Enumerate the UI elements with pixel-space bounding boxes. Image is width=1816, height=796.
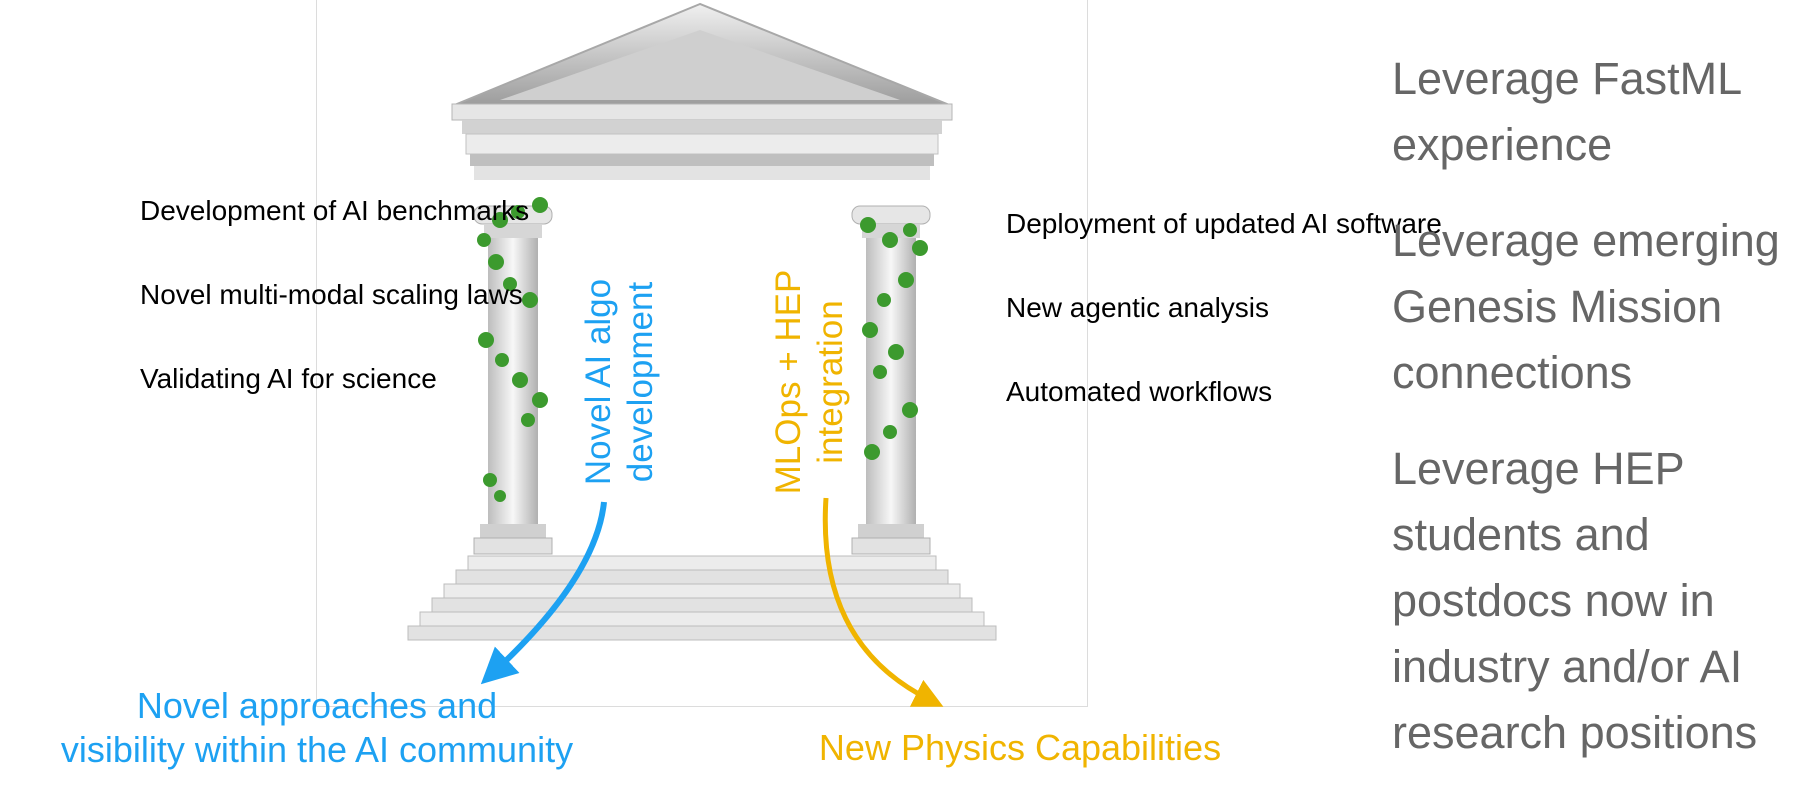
blue-arrow: [480, 501, 607, 685]
left-item: Novel multi-modal scaling laws: [140, 279, 523, 310]
left-item: Development of AI benchmarks: [140, 195, 530, 226]
left-item-list: Development of AI benchmarks Novel multi…: [140, 192, 529, 444]
leverage-item: Leverage emerging Genesis Mission connec…: [1392, 208, 1812, 406]
right-pillar-label: MLOps + HEP integration: [768, 217, 852, 547]
left-pillar-label-line: Novel AI algo: [579, 278, 618, 486]
left-outcome-line: visibility within the AI community: [60, 729, 574, 770]
leverage-list: Leverage FastML experience Leverage emer…: [1392, 46, 1812, 796]
right-item: Automated workflows: [1006, 376, 1273, 407]
leverage-line: Leverage emerging: [1392, 215, 1780, 266]
right-outcome: New Physics Capabilities: [818, 727, 1222, 768]
temple-roof: [451, 2, 953, 180]
leverage-item: Leverage FastML experience: [1392, 46, 1812, 178]
right-pillar-label-line: MLOps + HEP: [769, 269, 808, 495]
left-pillar-label: Novel AI algo development: [578, 232, 662, 532]
left-item: Validating AI for science: [140, 363, 437, 394]
image-frame: [316, 0, 1088, 707]
right-item: Deployment of updated AI software: [1006, 208, 1442, 239]
left-outcome: Novel approaches and visibility within t…: [0, 684, 634, 772]
right-item: New agentic analysis: [1006, 292, 1270, 323]
leverage-line: Leverage HEP: [1392, 443, 1685, 494]
right-item-list: Deployment of updated AI software New ag…: [1006, 205, 1442, 457]
gold-arrow: [822, 497, 944, 707]
leverage-line: Genesis Mission: [1392, 281, 1723, 332]
temple-illustration: [407, 2, 997, 707]
leverage-line: students and: [1392, 509, 1650, 560]
right-pillar-label-line: integration: [811, 300, 850, 464]
left-pillar-label-line: development: [621, 281, 660, 483]
leverage-line: experience: [1392, 119, 1613, 170]
left-outcome-line: Novel approaches and: [136, 685, 498, 726]
leverage-line: industry and/or AI: [1392, 641, 1743, 692]
ivy-leaves: [477, 197, 928, 502]
right-column: [851, 205, 931, 555]
leverage-line: Leverage FastML: [1392, 53, 1743, 104]
leverage-line: postdocs now in: [1392, 575, 1715, 626]
temple-steps: [407, 555, 997, 641]
leverage-line: connections: [1392, 347, 1633, 398]
leverage-line: research positions: [1392, 707, 1758, 758]
leverage-item: Leverage HEP students and postdocs now i…: [1392, 436, 1812, 766]
